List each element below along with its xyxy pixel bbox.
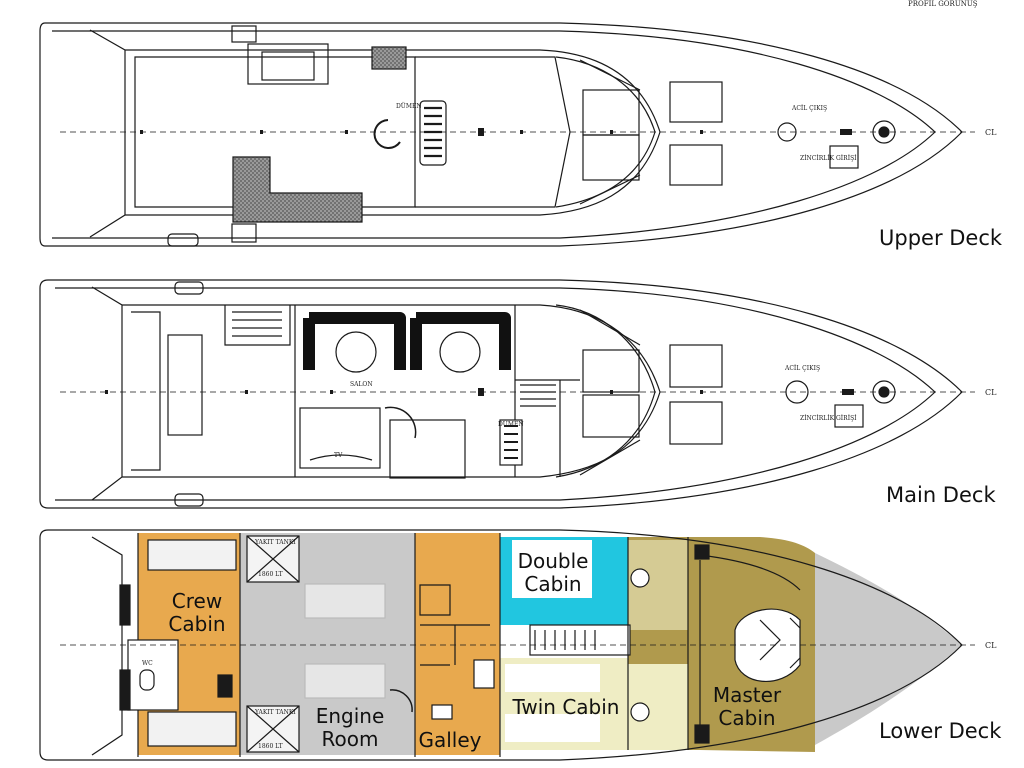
lower-deck-plan: YAKIT TANKI 1860 LT YAKIT TANKI 1860 LT …	[39, 529, 997, 761]
galley-area	[415, 533, 500, 755]
main-hull-outline	[39, 279, 963, 509]
fuel-capacity-note-bottom: 1860 LT	[258, 743, 283, 750]
fuel-tank-note-bottom: YAKIT TANKI	[254, 709, 296, 716]
salon-note: SALON	[350, 381, 373, 388]
main-deck-plan: SALON TV DÜMEN ACİL ÇIKIŞ ZİNCİRLİK GİRİ…	[39, 279, 997, 509]
engine-room-label: Engine Room	[315, 704, 385, 751]
crew-cabin-label: Crew Cabin	[168, 589, 226, 636]
helm-note-main: DÜMEN	[498, 421, 524, 428]
chain-locker-note-upper: ZİNCİRLİK GİRİŞİ	[800, 155, 857, 162]
upper-deck-label: Upper Deck	[879, 226, 1003, 250]
centerline-label-upper: CL	[985, 128, 997, 137]
main-deck-label: Main Deck	[886, 483, 996, 507]
fuel-capacity-note-top: 1860 LT	[258, 571, 283, 578]
helm-note-upper: DÜMEN	[396, 103, 422, 110]
fuel-tank-note-top: YAKIT TANKI	[254, 539, 296, 546]
lower-hull-outline	[39, 529, 963, 761]
tv-note: TV	[334, 452, 343, 459]
chain-locker-note-main: ZİNCİRLİK GİRİŞİ	[800, 415, 857, 422]
upper-deck-plan: DÜMEN ACİL ÇIKIŞ ZİNCİRLİK GİRİŞİ CL	[39, 22, 997, 247]
lower-deck-label: Lower Deck	[879, 719, 1002, 743]
twin-cabin-label: Twin Cabin	[512, 695, 620, 719]
centerline-label-main: CL	[985, 388, 997, 397]
hatch-note-upper: ACİL ÇIKIŞ	[791, 105, 827, 112]
galley-label: Galley	[418, 728, 482, 752]
hatch-note-main: ACİL ÇIKIŞ	[784, 365, 820, 372]
wc-note: WC	[142, 660, 153, 667]
double-cabin-label: Double Cabin	[517, 549, 589, 596]
centerline-label-lower: CL	[985, 641, 997, 650]
view-note: PROFİL GÖRÜNÜŞ	[908, 0, 978, 8]
upper-hull-outline	[39, 22, 963, 247]
master-cabin-label: Master Cabin	[712, 683, 782, 730]
